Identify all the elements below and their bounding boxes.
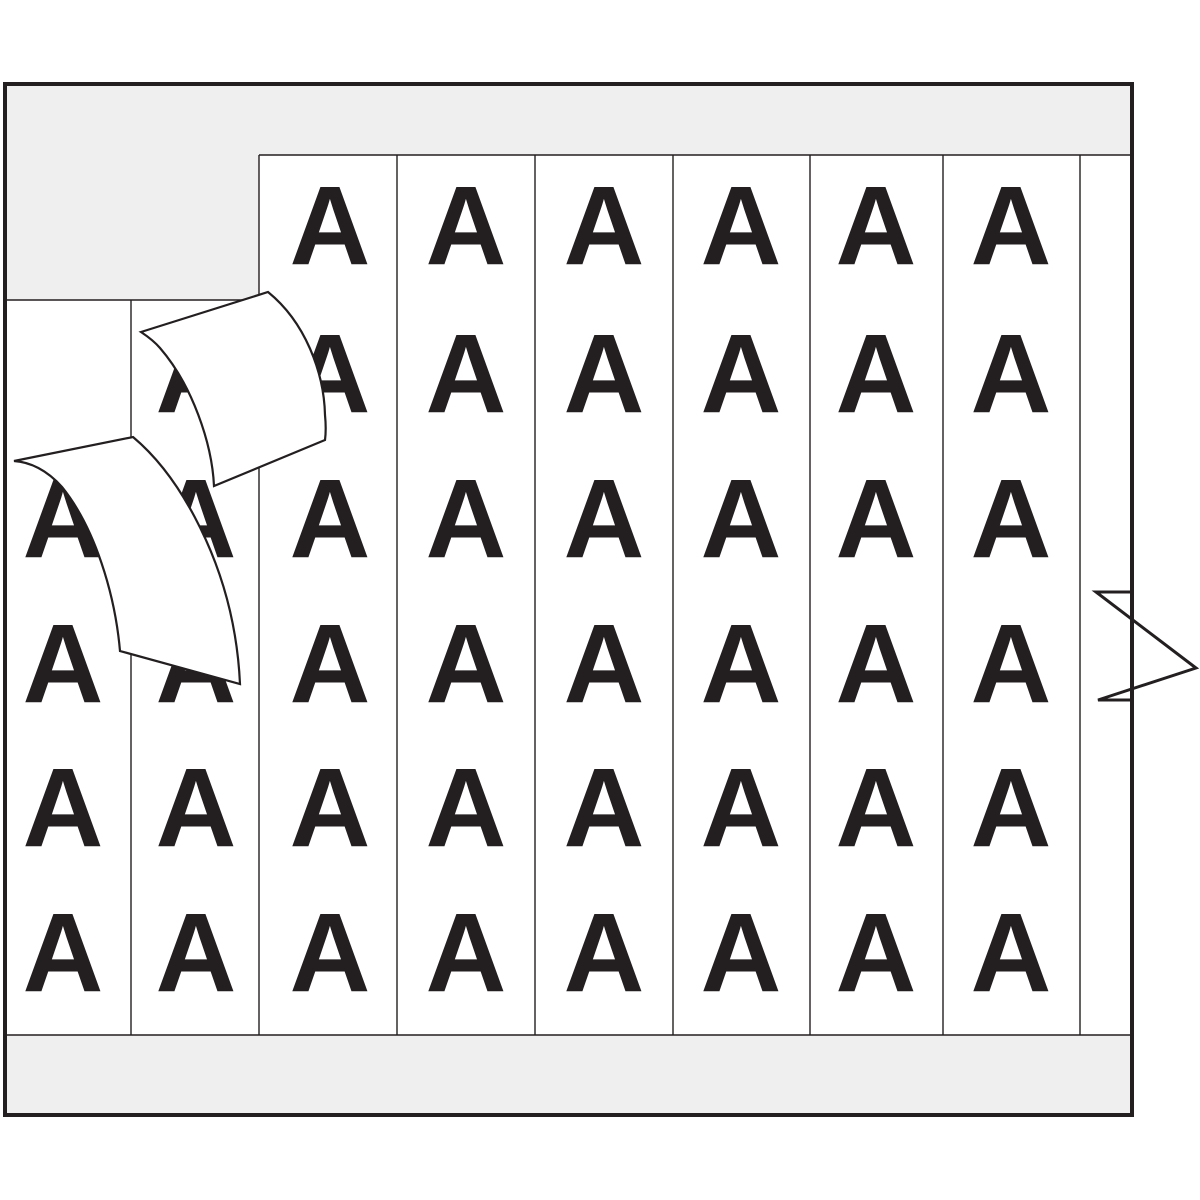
label-letter-cell: A (426, 457, 507, 582)
label-letter-cell: A (426, 746, 507, 871)
label-letter-cell: A (564, 164, 645, 289)
label-letter-cell: A (971, 602, 1052, 727)
label-letter-cell: A (426, 891, 507, 1016)
label-letter-cell: A (971, 164, 1052, 289)
label-letter-cell: A (836, 602, 917, 727)
sheet-outer-border (3, 82, 1134, 1117)
label-letter-cell: A (701, 891, 782, 1016)
label-letter-cell: A (564, 891, 645, 1016)
label-letter-cell: A (836, 457, 917, 582)
label-letter-cell: A (23, 891, 104, 1016)
label-letter-cell: A (290, 746, 371, 871)
label-letter-cell: A (971, 312, 1052, 437)
label-letter-cell: A (701, 312, 782, 437)
label-letter-cell: A (971, 891, 1052, 1016)
label-letter-cell: A (564, 457, 645, 582)
label-letter-cell: A (836, 891, 917, 1016)
label-letter-cell: A (971, 457, 1052, 582)
label-letter-cell: A (426, 312, 507, 437)
label-letter-cell: A (156, 891, 237, 1016)
label-letter-cell: A (156, 746, 237, 871)
label-letter-cell: A (564, 312, 645, 437)
label-letter-cell: A (701, 457, 782, 582)
label-letter-cell: A (971, 746, 1052, 871)
row-rules (6, 154, 1131, 1036)
label-letter-cell: A (290, 457, 371, 582)
label-letter-cell: A (564, 746, 645, 871)
label-letter-cell: A (290, 891, 371, 1016)
peeling-labels-layer (13, 290, 327, 686)
label-letter-cell: A (426, 602, 507, 727)
label-letter-cell: A (836, 312, 917, 437)
label-letter-cell: A (290, 164, 371, 289)
label-letter-cell: A (426, 164, 507, 289)
label-letter-cell: A (701, 602, 782, 727)
label-letter-cell: A (701, 746, 782, 871)
label-letter-cell: A (290, 602, 371, 727)
label-letter-cell: A (23, 602, 104, 727)
label-letter-cell: A (701, 164, 782, 289)
upper-peeling-label (138, 290, 327, 488)
lower-peeling-label (13, 435, 242, 686)
label-letter-cell: A (23, 746, 104, 871)
label-letter-cell: A (836, 164, 917, 289)
letter-grid: AAAAAAAAAAAAAAAAAAAAAAAAAAAAAAAAAAAAAAAA… (23, 164, 1052, 1016)
label-letter-cell: A (836, 746, 917, 871)
label-letter-cell: A (564, 602, 645, 727)
